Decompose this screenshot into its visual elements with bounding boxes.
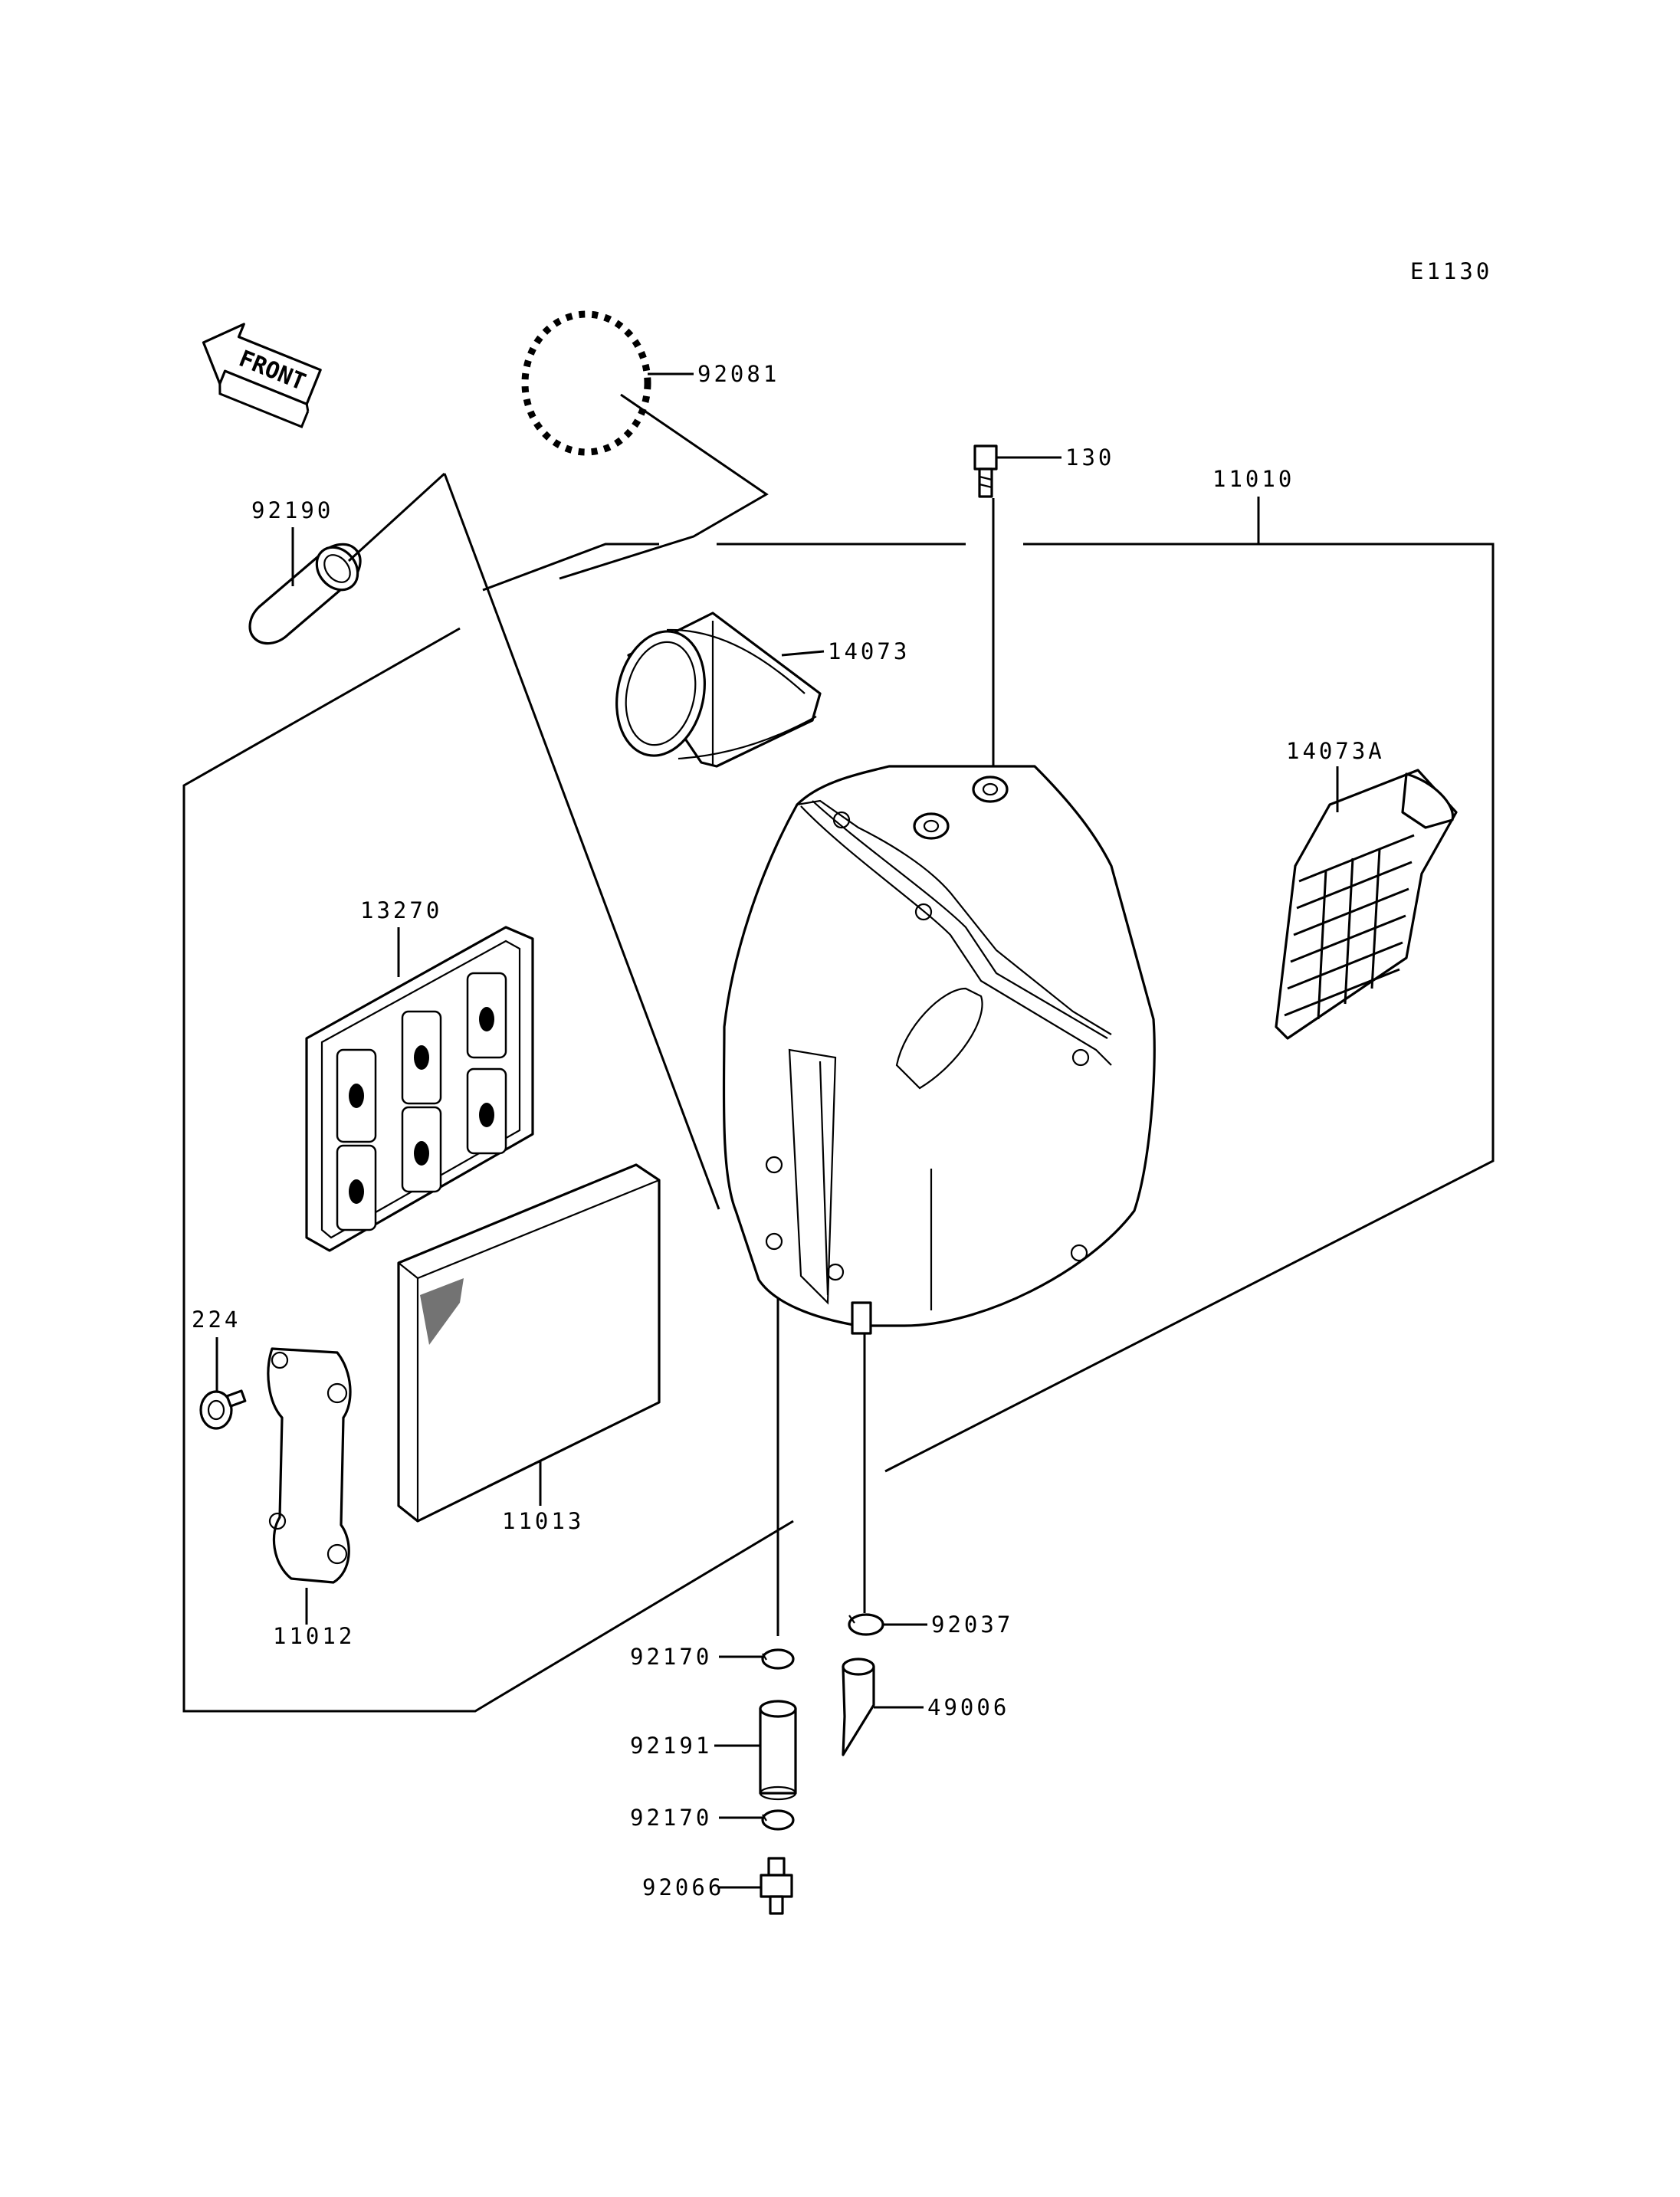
tube-92190 (248, 543, 362, 645)
label-92170-upper: 92170 (630, 1644, 712, 1670)
label-92066: 92066 (642, 1874, 724, 1900)
foam-element-11013 (397, 1163, 661, 1523)
label-224: 224 (192, 1307, 241, 1333)
clamp-92170-upper (761, 1648, 795, 1670)
label-11010: 11010 (1212, 466, 1294, 492)
duct-14073 (615, 612, 822, 768)
airbox-housing (722, 765, 1156, 1335)
holder-plate-11012 (267, 1347, 352, 1584)
label-11012: 11012 (273, 1623, 355, 1649)
label-11013: 11013 (502, 1508, 584, 1534)
label-92170-lower: 92170 (630, 1805, 712, 1831)
clamp-92170-lower (761, 1809, 795, 1831)
label-130: 130 (1065, 444, 1114, 471)
screen-duct-14073A (1275, 769, 1458, 1040)
clamp-92037 (848, 1613, 884, 1636)
coil-hose-92081 (521, 310, 651, 456)
label-13270: 13270 (360, 897, 442, 923)
tube-92191 (759, 1700, 797, 1801)
label-92191: 92191 (630, 1733, 712, 1759)
label-92081: 92081 (697, 361, 779, 387)
front-arrow-icon: FRONT (202, 323, 322, 428)
label-14073A: 14073A (1286, 738, 1385, 764)
label-14073: 14073 (828, 638, 910, 664)
element-frame-13270 (305, 926, 534, 1252)
label-92037: 92037 (931, 1612, 1013, 1638)
drain-cap-49006 (842, 1658, 875, 1756)
screw-224 (199, 1389, 247, 1430)
label-92190: 92190 (251, 497, 333, 523)
diagram-code: E1130 (1410, 258, 1492, 284)
bolt-130 (973, 444, 998, 498)
label-49006: 49006 (927, 1694, 1009, 1720)
fitting-92066 (760, 1857, 793, 1915)
